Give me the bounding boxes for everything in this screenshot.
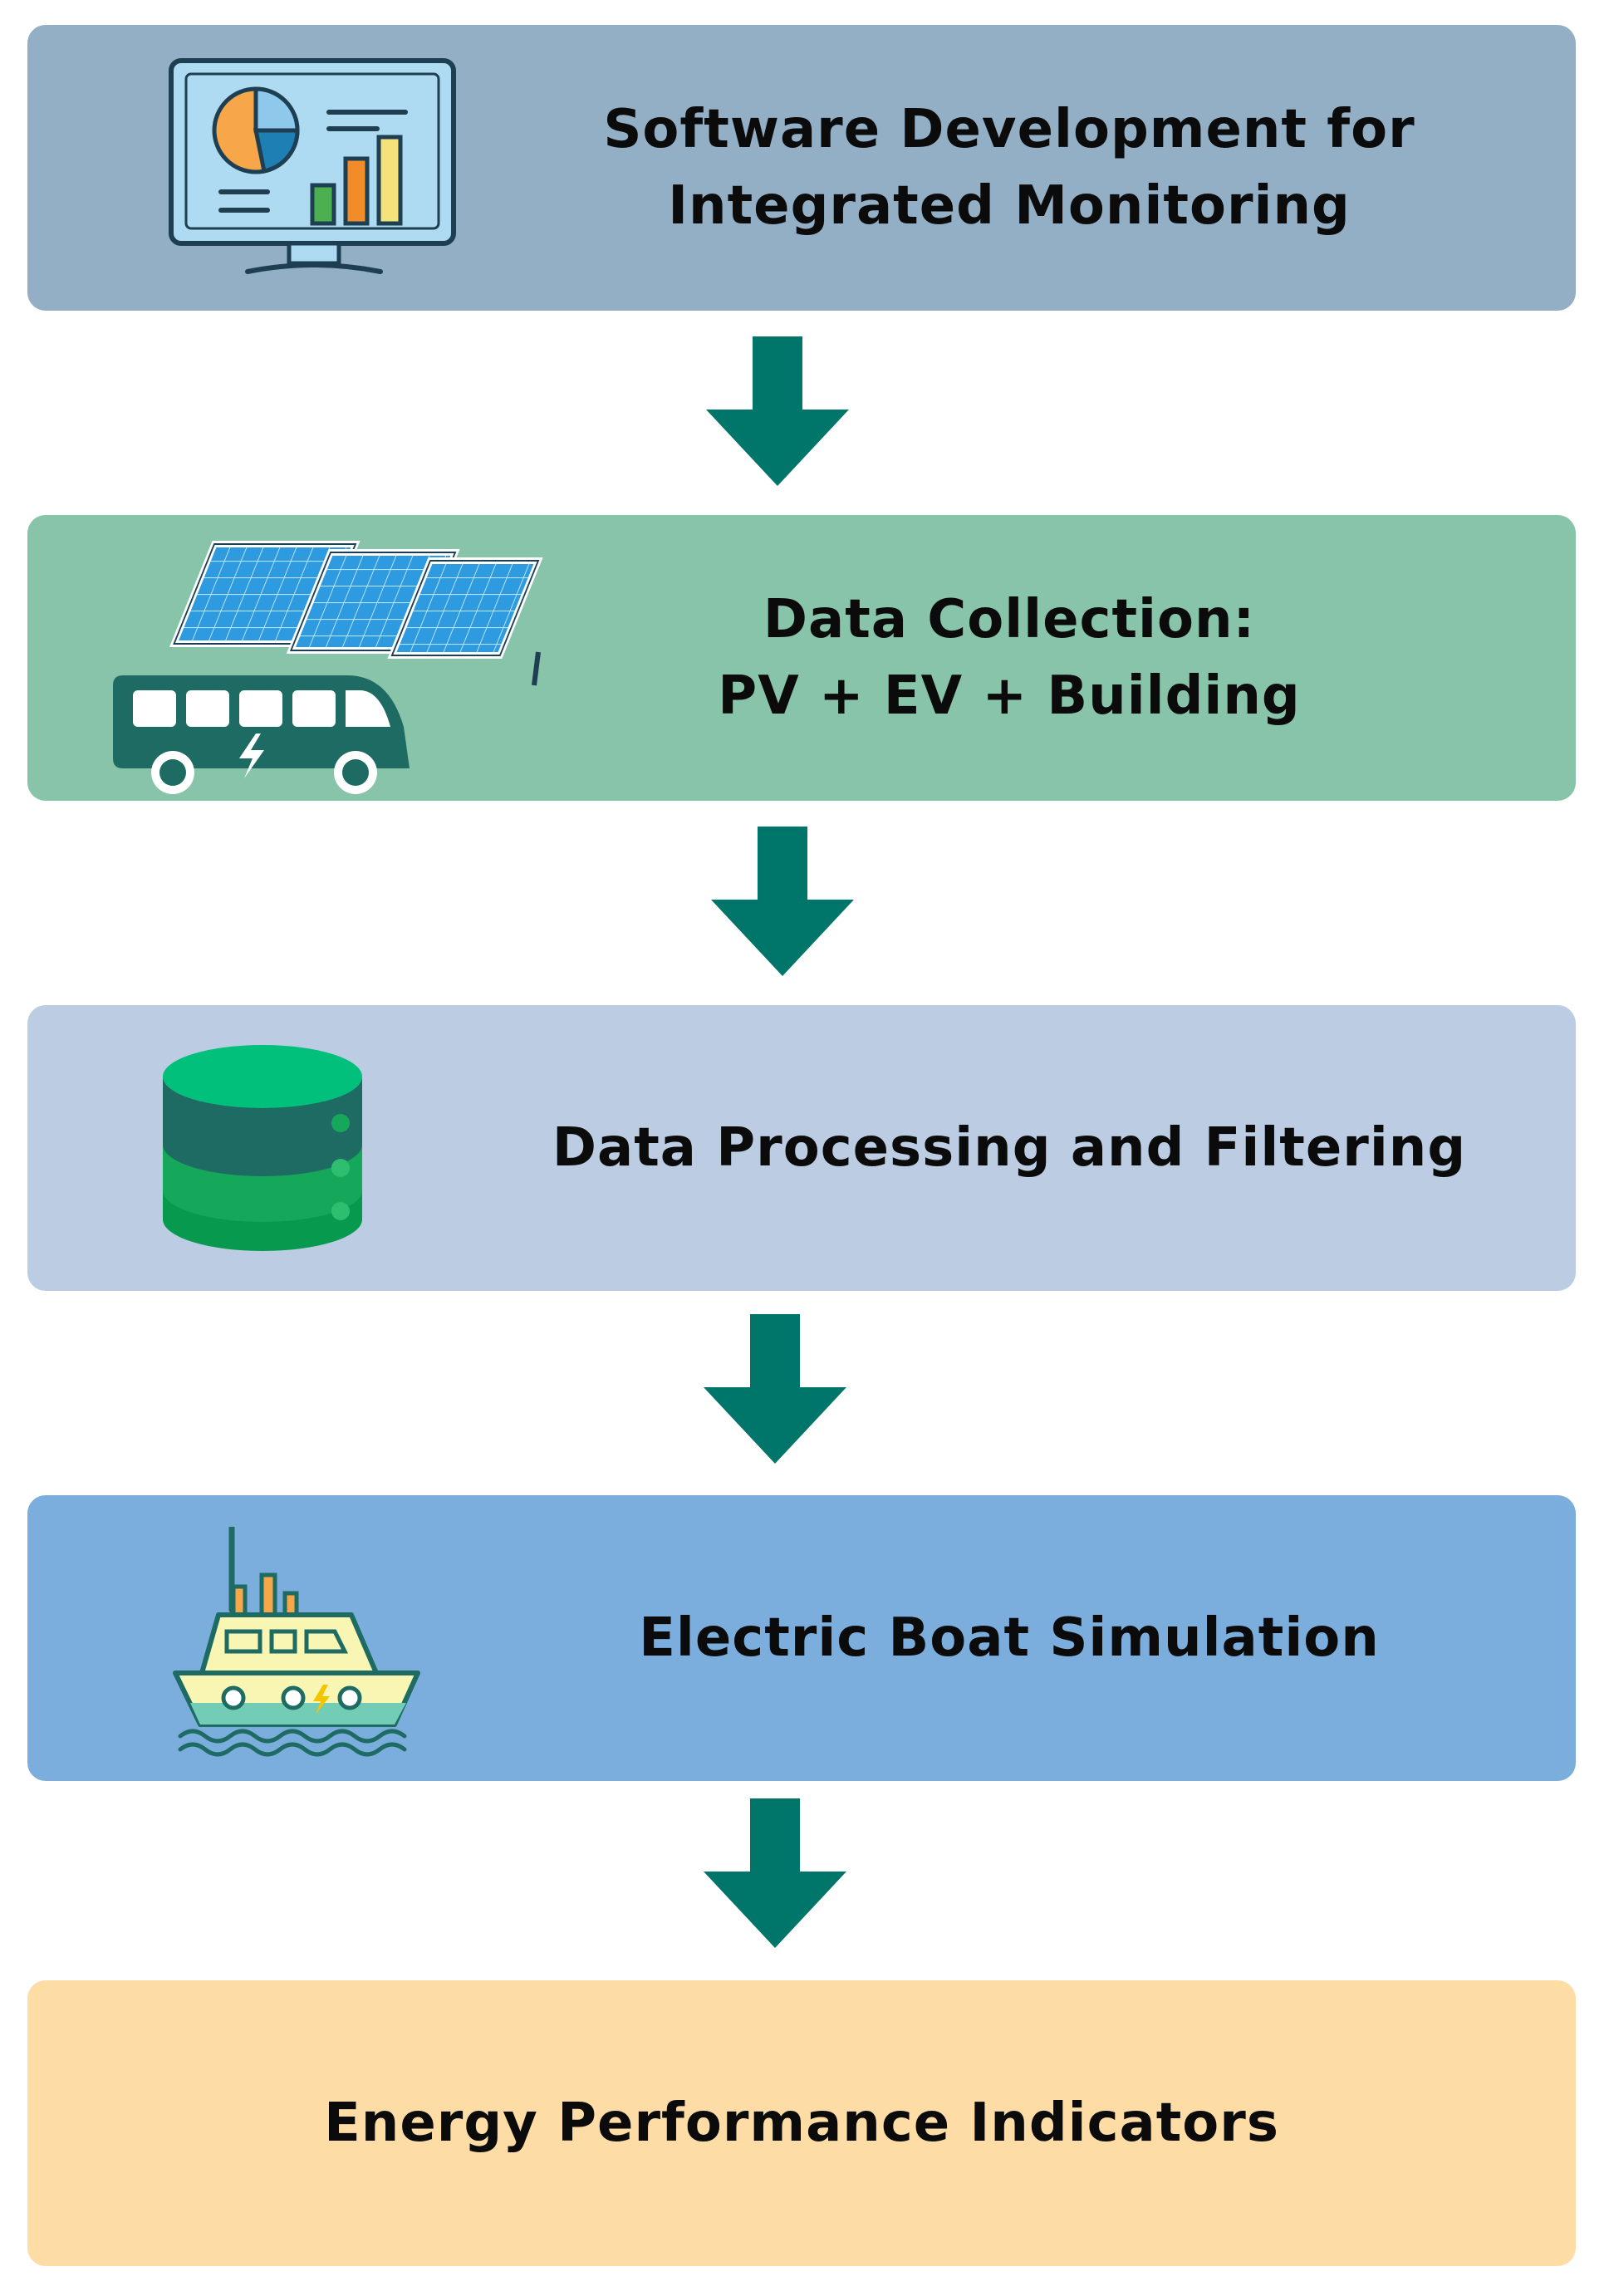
step-label: Data Collection: PV + EV + Building <box>493 515 1526 801</box>
electric-boat-icon <box>173 1527 420 1757</box>
step-title-line: Software Development for <box>603 99 1415 160</box>
arrow-down-icon <box>711 827 854 976</box>
step-software-development: Software Development for Integrated Moni… <box>27 25 1576 311</box>
arrow-down-icon <box>704 1314 846 1464</box>
step-title-line: Data Collection: <box>763 589 1256 650</box>
step-data-processing: Data Processing and Filtering <box>27 1005 1576 1291</box>
arrow-down-icon <box>706 336 849 486</box>
step-label: Software Development for Integrated Moni… <box>493 25 1526 311</box>
step-label: Energy Performance Indicators <box>77 1980 1526 2266</box>
database-icon <box>163 1045 362 1251</box>
step-label: Data Processing and Filtering <box>493 1005 1526 1291</box>
step-title-line: Data Processing and Filtering <box>552 1117 1467 1179</box>
arrow-shape <box>704 1798 846 1948</box>
step-data-collection: Data Collection: PV + EV + Building <box>27 515 1576 801</box>
step-label: Electric Boat Simulation <box>493 1495 1526 1781</box>
arrow-shape <box>711 827 854 976</box>
step-title-line: PV + EV + Building <box>718 665 1301 727</box>
arrow-shape <box>706 336 849 486</box>
step-title-line: Electric Boat Simulation <box>639 1607 1380 1669</box>
step-energy-performance: Energy Performance Indicators <box>27 1980 1576 2266</box>
arrow-shape <box>704 1314 846 1464</box>
arrow-down-icon <box>704 1798 846 1948</box>
solar-panels-bus-icon <box>113 541 543 794</box>
monitor-dashboard-icon <box>169 58 456 274</box>
step-electric-boat: Electric Boat Simulation <box>27 1495 1576 1781</box>
step-title-line: Integrated Monitoring <box>668 175 1351 237</box>
step-title-line: Energy Performance Indicators <box>324 2092 1279 2154</box>
